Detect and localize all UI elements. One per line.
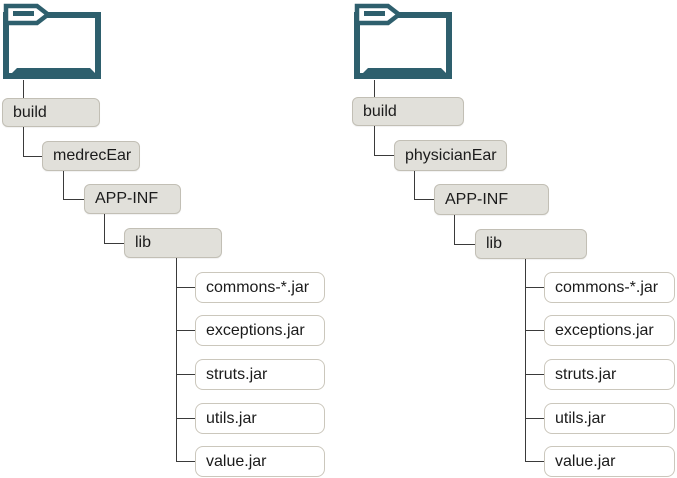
file-node-label: commons-*.jar <box>555 278 659 296</box>
connector-line <box>454 215 455 244</box>
file-node-label: exceptions.jar <box>555 321 654 339</box>
file-node-label: struts.jar <box>206 365 268 383</box>
file-node-commons-jar: commons-*.jar <box>195 272 325 303</box>
connector-line <box>176 374 195 375</box>
dir-node-label: APP-INF <box>95 190 159 207</box>
dir-node-label: physicianEar <box>405 146 497 164</box>
file-node-utils-jar: utils.jar <box>544 403 675 434</box>
connector-line <box>23 156 42 157</box>
connector-line <box>176 258 177 462</box>
dir-node-label: lib <box>135 234 152 251</box>
connector-line <box>525 330 544 331</box>
file-node-label: struts.jar <box>555 365 617 383</box>
connector-line <box>374 155 394 156</box>
connector-line <box>454 244 475 245</box>
file-node-commons-jar: commons-*.jar <box>544 272 675 303</box>
connector-line <box>374 80 375 97</box>
dir-node-label: APP-INF <box>445 190 509 208</box>
dir-node-label: medrecEar <box>53 147 132 164</box>
connector-line <box>374 126 375 155</box>
connector-line <box>525 461 544 462</box>
file-node-label: exceptions.jar <box>206 321 305 339</box>
connector-line <box>525 259 526 462</box>
connector-line <box>63 199 84 200</box>
connector-line <box>414 199 434 200</box>
file-node-exceptions-jar: exceptions.jar <box>195 315 325 346</box>
file-node-label: commons-*.jar <box>206 278 310 296</box>
connector-line <box>176 418 195 419</box>
file-node-utils-jar: utils.jar <box>195 403 325 434</box>
dir-node-lib: lib <box>475 229 587 259</box>
file-node-label: value.jar <box>555 452 616 470</box>
file-node-value-jar: value.jar <box>195 446 325 477</box>
dir-node-build: build <box>2 98 100 127</box>
dir-node-lib: lib <box>124 228 222 258</box>
file-node-struts-jar: struts.jar <box>544 359 675 390</box>
connector-line <box>104 243 124 244</box>
file-node-value-jar: value.jar <box>544 446 675 477</box>
connector-line <box>176 287 195 288</box>
dir-node-label: lib <box>486 235 503 252</box>
dir-node-build: build <box>352 97 464 126</box>
connector-line <box>176 330 195 331</box>
folder-icon <box>3 3 101 79</box>
folder-icon <box>354 3 452 79</box>
dir-node-app-inf: APP-INF <box>84 184 181 214</box>
file-node-label: utils.jar <box>206 409 257 427</box>
dir-node-label: build <box>13 103 47 121</box>
dir-node-app-inf: APP-INF <box>434 184 549 215</box>
connector-line <box>23 127 24 156</box>
connector-line <box>414 171 415 199</box>
file-node-struts-jar: struts.jar <box>195 359 325 390</box>
dir-node-medrecear: medrecEar <box>42 141 140 171</box>
connector-line <box>23 80 24 98</box>
connector-line <box>525 374 544 375</box>
dir-node-physicianear: physicianEar <box>394 140 507 171</box>
connector-line <box>525 287 544 288</box>
connector-line <box>63 171 64 199</box>
connector-line <box>104 214 105 243</box>
file-node-exceptions-jar: exceptions.jar <box>544 315 675 346</box>
file-node-label: utils.jar <box>555 409 606 427</box>
dir-node-label: build <box>363 102 397 120</box>
file-node-label: value.jar <box>206 452 267 470</box>
connector-line <box>525 418 544 419</box>
connector-line <box>176 461 195 462</box>
